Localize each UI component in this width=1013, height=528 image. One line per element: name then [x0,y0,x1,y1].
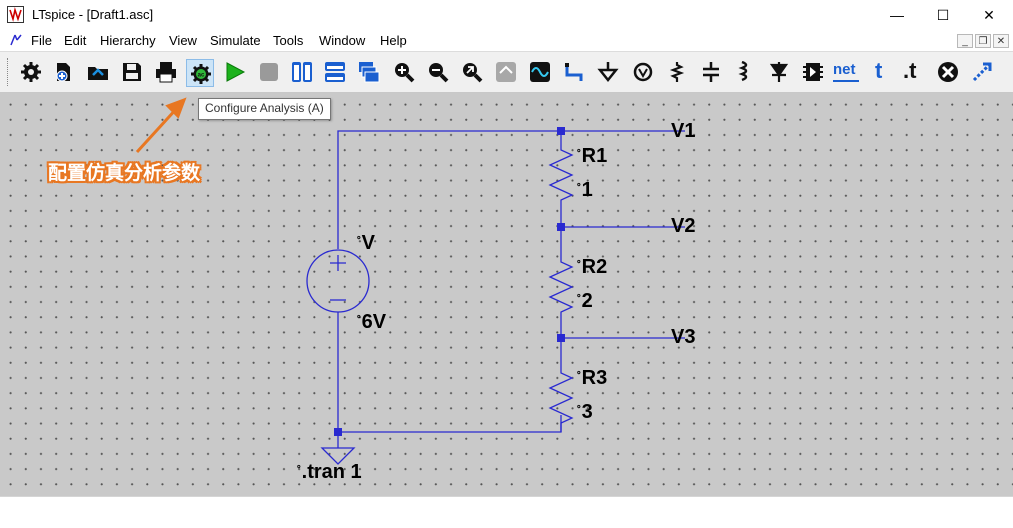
delete-icon[interactable] [937,61,959,83]
menu-help[interactable]: Help [380,33,407,48]
net-underline [833,80,859,82]
source-value-label[interactable]: ∘6V [356,311,387,333]
source-name-label[interactable]: ∘V [356,232,375,254]
configure-analysis-tooltip: Configure Analysis (A) [198,98,331,120]
status-area [0,496,1013,528]
r1-value-label[interactable]: ∘1 [576,179,593,201]
cascade-icon[interactable] [358,61,380,83]
toolbar-grip[interactable] [7,58,11,86]
r3-name-label[interactable]: ∘R3 [576,367,608,389]
waveform-icon[interactable] [529,61,551,83]
mdi-restore-button[interactable]: ❐ [975,34,991,48]
component-icon[interactable] [802,61,824,83]
menu-bar [0,30,1013,50]
open-icon[interactable] [87,61,109,83]
zoom-in-icon[interactable] [393,61,415,83]
print-icon[interactable] [155,61,177,83]
label-net-icon[interactable] [632,61,654,83]
schematic-canvas[interactable] [0,93,1013,496]
window-title: LTspice - [Draft1.asc] [32,7,154,22]
r1-name-label[interactable]: ∘R1 [576,145,608,167]
net-label-v2[interactable]: V2 [671,215,696,237]
halt-icon[interactable] [258,61,280,83]
zoom-extents-icon[interactable] [495,61,517,83]
net-button[interactable]: net [832,61,860,83]
menu-hierarchy[interactable]: Hierarchy [100,33,156,48]
close-window-button[interactable]: ✕ [983,6,995,23]
menu-tools[interactable]: Tools [273,33,304,48]
net-label: net [833,61,856,78]
configure-analysis-button[interactable]: ac [186,59,214,87]
tran-directive[interactable]: ∘.tran 1 [296,461,362,483]
r3-value-label[interactable]: ∘3 [576,401,593,423]
mdi-close-button[interactable]: ✕ [993,34,1009,48]
configure-analysis-icon: ac [191,64,211,84]
menu-file[interactable]: File [31,33,52,48]
text-label: t [875,58,883,83]
net-label-v1[interactable]: V1 [671,120,696,142]
mdi-minimize-button[interactable]: _ [957,34,973,48]
save-icon[interactable] [121,61,143,83]
capacitor-icon[interactable] [700,61,722,83]
run-icon[interactable] [224,61,246,83]
menu-edit[interactable]: Edit [64,33,87,48]
ground-icon[interactable] [597,61,619,83]
spice-directive-label: .t [903,58,917,83]
r2-value-label[interactable]: ∘2 [576,290,593,312]
minimize-button[interactable]: — [890,7,904,23]
resistor-icon[interactable] [666,61,688,83]
inductor-icon[interactable] [734,61,756,83]
annotation-callout: 配置仿真分析参数 [48,163,201,184]
zoom-fit-icon[interactable] [461,61,483,83]
text-button[interactable]: t [870,58,892,83]
ltspice-logo-icon [7,6,24,23]
move-icon[interactable] [971,61,993,83]
title-bar: LTspice - [Draft1.asc] — ☐ ✕ [0,0,1013,30]
schematic-doc-icon [10,34,22,46]
r2-name-label[interactable]: ∘R2 [576,256,608,278]
spice-directive-button[interactable]: .t [902,58,924,83]
maximize-button[interactable]: ☐ [936,6,950,23]
wire-icon[interactable] [563,61,585,83]
svg-text:ac: ac [198,73,205,79]
tile-horizontal-icon[interactable] [324,61,346,83]
net-label-v3[interactable]: V3 [671,326,696,348]
menu-view[interactable]: View [169,33,197,48]
menu-window[interactable]: Window [319,33,366,48]
new-schematic-icon[interactable] [53,61,75,83]
diode-icon[interactable] [768,61,790,83]
gear-icon[interactable] [20,61,42,83]
zoom-out-icon[interactable] [427,61,449,83]
menu-simulate[interactable]: Simulate [210,33,261,48]
tile-vertical-icon[interactable] [291,61,313,83]
